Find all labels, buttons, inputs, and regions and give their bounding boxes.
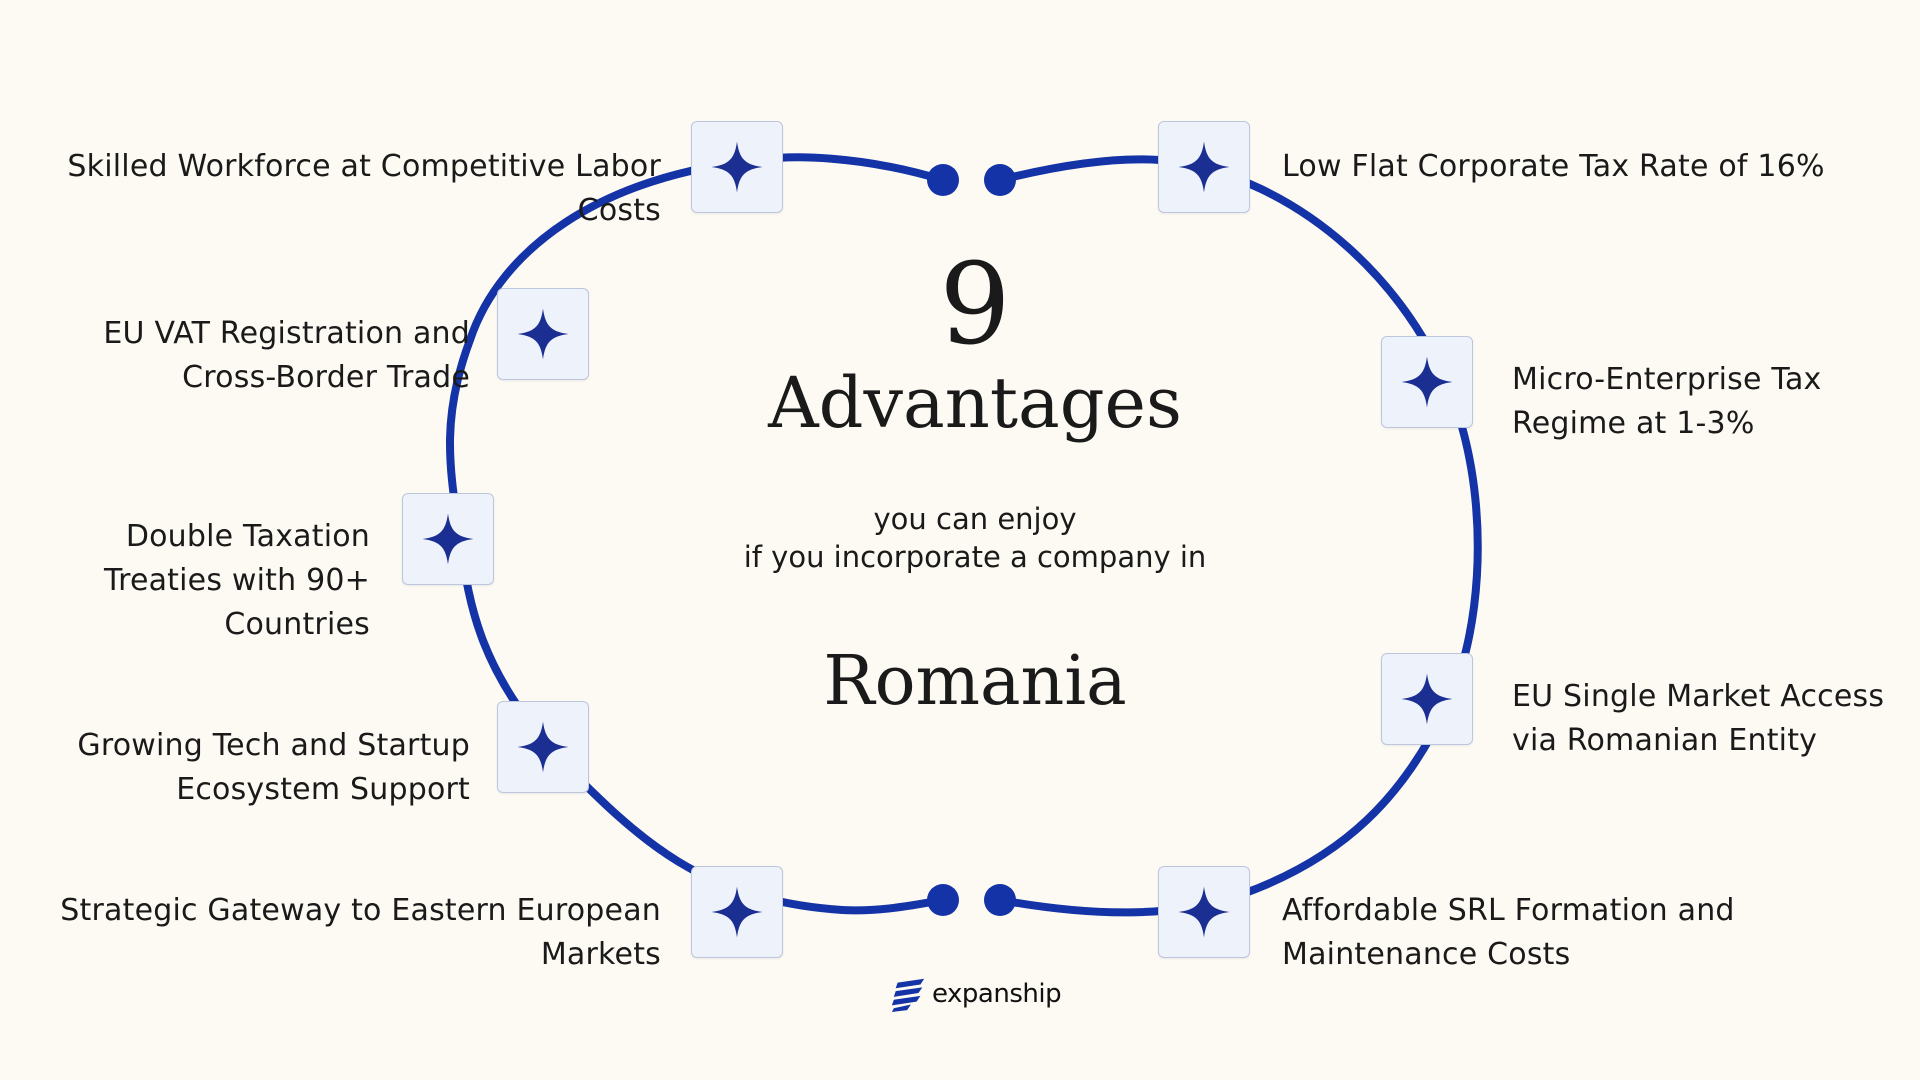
advantage-label-6: Low Flat Corporate Tax Rate of 16% <box>1282 149 1825 184</box>
advantage-count: 9 <box>939 240 1011 370</box>
ring-node-bottom-left <box>927 884 959 916</box>
advantage-label-3: Double Taxation Treaties with 90+ Countr… <box>103 519 370 642</box>
advantage-tile-7 <box>1381 336 1473 428</box>
advantage-tile-6 <box>1158 121 1250 213</box>
four-point-star-icon <box>711 141 763 193</box>
expanship-logo-icon <box>891 978 925 1013</box>
advantage-tile-3 <box>402 493 494 585</box>
advantage-label-8: EU Single Market Access via Romanian Ent… <box>1512 679 1885 758</box>
country-name: Romania <box>823 642 1127 721</box>
four-point-star-icon <box>517 721 569 773</box>
four-point-star-icon <box>517 308 569 360</box>
advantage-label-9: Affordable SRL Formation and Maintenance… <box>1282 893 1735 972</box>
advantage-tile-5 <box>691 866 783 958</box>
advantage-label-5: Strategic Gateway to Eastern European Ma… <box>60 893 661 972</box>
subtitle: you can enjoy if you incorporate a compa… <box>660 500 1290 576</box>
advantage-label-7: Micro-Enterprise Tax Regime at 1-3% <box>1512 362 1822 441</box>
advantage-label-1: Skilled Workforce at Competitive Labor C… <box>67 149 661 228</box>
four-point-star-icon <box>1178 141 1230 193</box>
advantage-tile-4 <box>497 701 589 793</box>
advantage-tile-9 <box>1158 866 1250 958</box>
ring-node-top-right <box>984 164 1016 196</box>
four-point-star-icon <box>1401 673 1453 725</box>
ring-node-bottom-right <box>984 884 1016 916</box>
advantage-label-4: Growing Tech and Startup Ecosystem Suppo… <box>77 728 470 807</box>
advantage-label-2: EU VAT Registration and Cross-Border Tra… <box>103 316 470 395</box>
advantage-tile-2 <box>497 288 589 380</box>
four-point-star-icon <box>711 886 763 938</box>
ring-node-top-left <box>927 164 959 196</box>
headline: Advantages <box>768 362 1182 444</box>
four-point-star-icon <box>1178 886 1230 938</box>
brand-logo: expanship <box>890 972 1062 1016</box>
advantage-tile-8 <box>1381 653 1473 745</box>
advantage-tile-1 <box>691 121 783 213</box>
brand-name: expanship <box>932 979 1062 1009</box>
subtitle-line-2: if you incorporate a company in <box>743 540 1207 574</box>
four-point-star-icon <box>422 513 474 565</box>
subtitle-line-1: you can enjoy <box>873 502 1077 536</box>
four-point-star-icon <box>1401 356 1453 408</box>
